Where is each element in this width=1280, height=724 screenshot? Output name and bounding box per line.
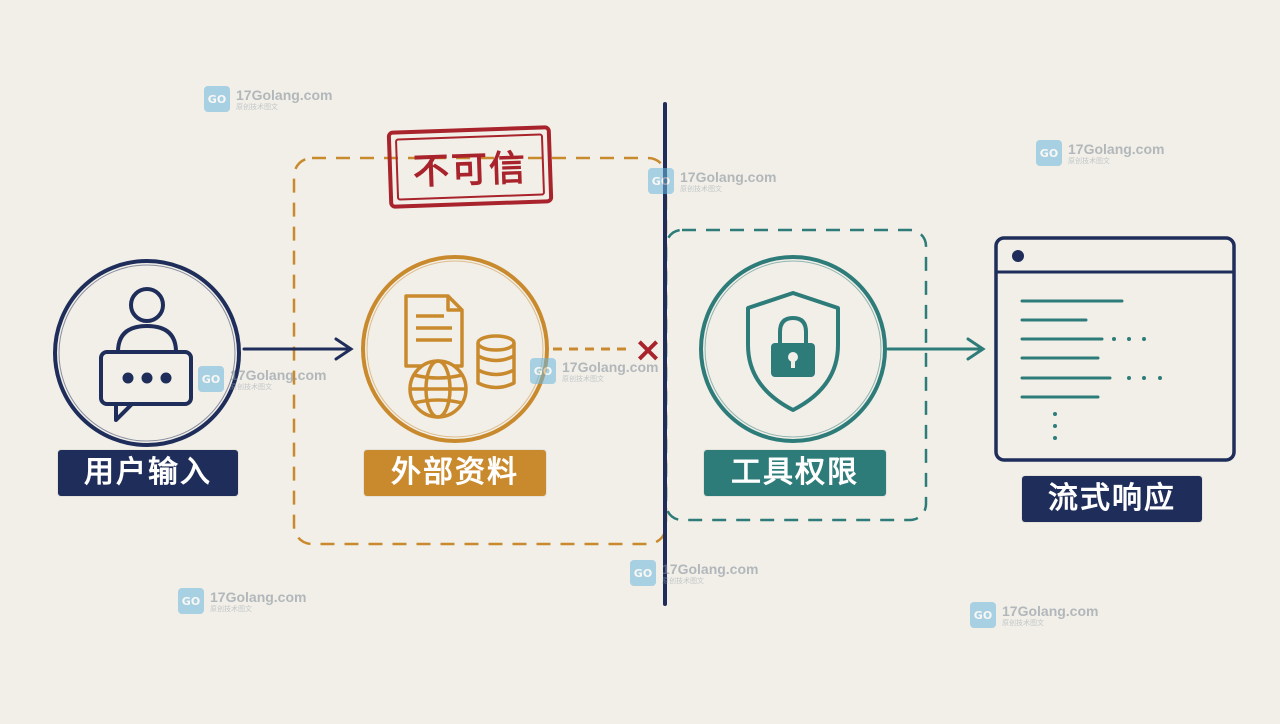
watermark-logo-icon: GO [648, 168, 674, 194]
watermark-subtext: 原创技术图文 [662, 576, 704, 585]
watermark-text: 17Golang.com [1002, 602, 1099, 619]
watermark-subtext: 原创技术图文 [1068, 156, 1110, 165]
label-user-input: 用户输入 [58, 450, 238, 496]
watermark-subtext: 原创技术图文 [1002, 618, 1044, 627]
watermark-logo-icon: GO [204, 86, 230, 112]
watermark-text: 17Golang.com [680, 168, 777, 185]
watermark-subtext: 原创技术图文 [210, 604, 252, 613]
watermark-subtext: 原创技术图文 [236, 102, 278, 111]
watermark-subtext: 原创技术图文 [230, 382, 272, 391]
watermark-logo-icon: GO [970, 602, 996, 628]
watermark-logo-icon: GO [530, 358, 556, 384]
untrusted-stamp-text: 不可信 [412, 147, 528, 193]
user-chat-icon [99, 287, 193, 422]
browser-window-icon [994, 236, 1236, 462]
label-tool-permissions: 工具权限 [704, 450, 886, 496]
watermark-text: 17Golang.com [230, 366, 327, 383]
arrow-tools-to-response [886, 337, 986, 361]
watermark-subtext: 原创技术图文 [562, 374, 604, 383]
tool-permissions-node [699, 255, 887, 443]
arrow-input-to-external [242, 337, 354, 361]
watermark-logo-icon: GO [1036, 140, 1062, 166]
watermark-text: 17Golang.com [210, 588, 307, 605]
user-input-node [53, 259, 241, 447]
watermark-subtext: 原创技术图文 [680, 184, 722, 193]
watermark-logo-icon: GO [198, 366, 224, 392]
watermark-text: 17Golang.com [236, 86, 333, 103]
document-globe-database-icon [404, 294, 516, 419]
label-streaming-response: 流式响应 [1022, 476, 1202, 522]
watermark-logo-icon: GO [630, 560, 656, 586]
watermark-logo-icon: GO [178, 588, 204, 614]
shield-lock-icon [746, 291, 840, 412]
blocked-x-marker: × [634, 330, 663, 370]
watermark-text: 17Golang.com [1068, 140, 1165, 157]
untrusted-stamp: 不可信 [386, 125, 554, 209]
watermark-text: 17Golang.com [562, 358, 659, 375]
label-external-data: 外部资料 [364, 450, 546, 496]
external-data-node [361, 255, 549, 443]
watermark-text: 17Golang.com [662, 560, 759, 577]
